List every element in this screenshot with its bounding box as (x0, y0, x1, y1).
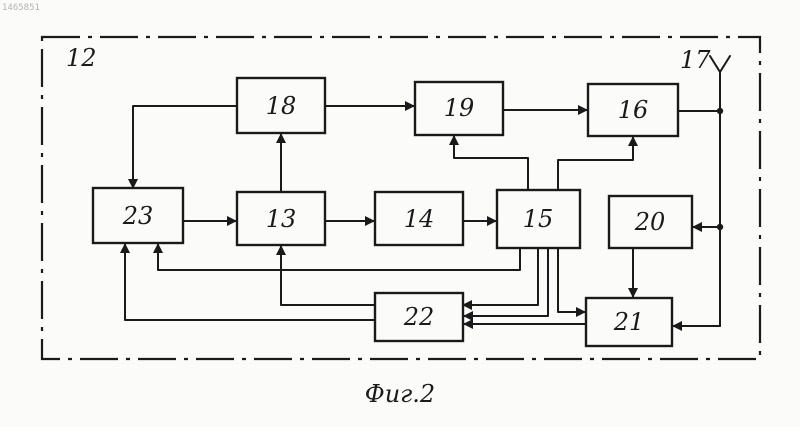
junction-dot (717, 108, 723, 114)
block-13-label: 13 (266, 205, 297, 233)
block-18: 18 (237, 78, 325, 133)
block-14-label: 14 (404, 205, 435, 233)
document-number: 1465851 (2, 3, 40, 13)
block-15: 15 (497, 190, 580, 248)
block-15-label: 15 (523, 205, 554, 233)
block-20: 20 (609, 196, 692, 248)
figure-caption: Фиг.2 (365, 380, 435, 408)
block-20-label: 20 (634, 208, 666, 236)
block-19: 19 (415, 82, 503, 135)
block-22: 22 (375, 293, 463, 341)
block-14: 14 (375, 192, 463, 245)
block-22-label: 22 (403, 303, 435, 331)
frame-label: 12 (66, 44, 97, 72)
block-21-label: 21 (613, 308, 645, 336)
block-23: 23 (93, 188, 183, 243)
block-18-label: 18 (266, 92, 297, 120)
block-16-label: 16 (618, 96, 649, 124)
block-13: 13 (237, 192, 325, 245)
block-21: 21 (586, 298, 672, 346)
block-19-label: 19 (444, 94, 475, 122)
antenna-icon (710, 56, 730, 112)
block-16: 16 (588, 84, 678, 136)
block-23-label: 23 (122, 202, 154, 230)
outer-frame-12 (42, 37, 760, 359)
antenna-label: 17 (680, 46, 711, 74)
junction-dot (717, 224, 723, 230)
